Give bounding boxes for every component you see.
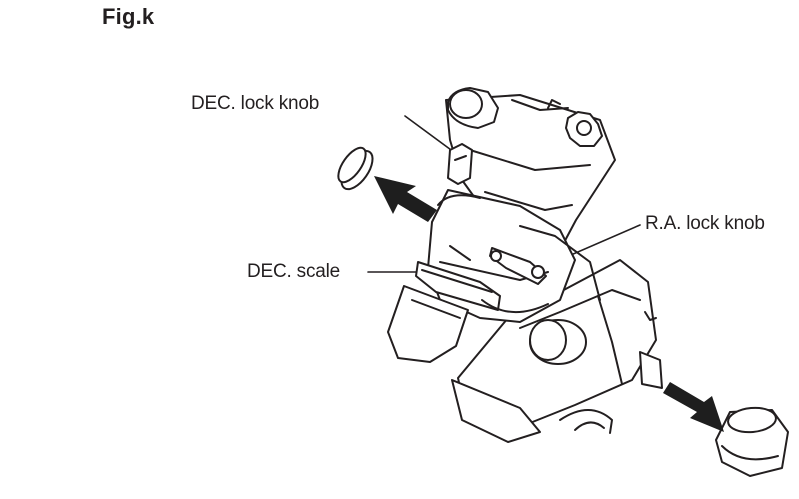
dec-shaft-cap	[337, 146, 374, 191]
ra-housing	[481, 225, 601, 314]
altitude-adjust-knob	[529, 319, 587, 365]
ra-lock-knob-label: R.A. lock knob	[645, 213, 765, 234]
counterweight-cap	[715, 406, 789, 477]
ra-lock-knob	[489, 247, 547, 285]
star-knob	[547, 99, 603, 147]
dec-scale-label: DEC. scale	[247, 261, 341, 282]
arrow-down-right-icon	[663, 382, 724, 432]
figure-title: Fig.k	[102, 4, 155, 29]
dec-lock-knob	[447, 143, 473, 185]
arrow-up-left-icon	[374, 176, 437, 222]
top-lock-knob	[447, 87, 499, 129]
ra-shaft-end	[639, 311, 663, 389]
dec-lock-knob-label: DEC. lock knob	[191, 93, 320, 114]
dec-shaft-cone	[387, 285, 469, 363]
